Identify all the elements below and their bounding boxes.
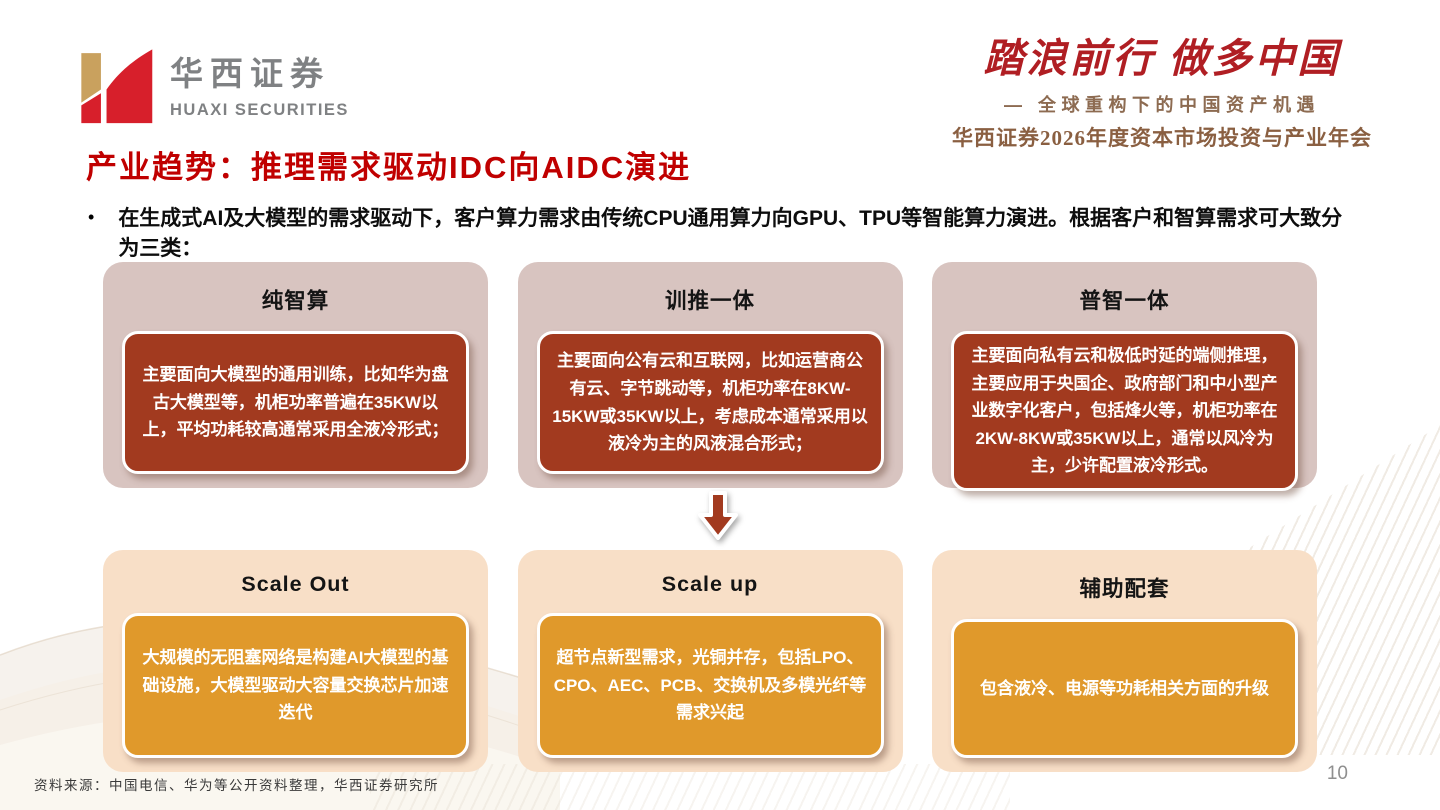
card-body: 主要面向公有云和互联网，比如运营商公有云、字节跳动等，机柜功率在8KW-15KW… [552, 351, 868, 454]
cards-row-bottom: Scale Out 大规模的无阻塞网络是构建AI大模型的基础设施，大模型驱动大容… [103, 550, 1317, 772]
card-title: 纯智算 [261, 289, 330, 313]
intro-text: 在生成式AI及大模型的需求驱动下，客户算力需求由传统CPU通用算力向GPU、TP… [118, 207, 1343, 261]
card-title: 普智一体 [1079, 289, 1170, 313]
card-scale-up: Scale up 超节点新型需求，光铜并存，包括LPO、CPO、AEC、PCB、… [517, 550, 903, 772]
intro-row: • 在生成式AI及大模型的需求驱动下，客户算力需求由传统CPU通用算力向GPU、… [88, 204, 1356, 265]
card-scale-out: Scale Out 大规模的无阻塞网络是构建AI大模型的基础设施，大模型驱动大容… [103, 550, 488, 772]
card-body: 超节点新型需求，光铜并存，包括LPO、CPO、AEC、PCB、交换机及多模光纤等… [553, 648, 867, 723]
card-body: 包含液冷、电源等功耗相关方面的升级 [980, 678, 1269, 698]
card-inner-panel: 超节点新型需求，光铜并存，包括LPO、CPO、AEC、PCB、交换机及多模光纤等… [536, 613, 884, 758]
card-inner-panel: 大规模的无阻塞网络是构建AI大模型的基础设施，大模型驱动大容量交换芯片加速迭代 [122, 613, 469, 758]
card-body: 主要面向私有云和极低时延的端侧推理，主要应用于央国企、政府部门和中小型产业数字化… [971, 346, 1278, 476]
card-inner-panel: 主要面向大模型的通用训练，比如华为盘古大模型等，机柜功率普遍在35KW以上，平均… [122, 331, 469, 474]
card-pure-intelligent-compute: 纯智算 主要面向大模型的通用训练，比如华为盘古大模型等，机柜功率普遍在35KW以… [103, 262, 488, 488]
card-inner-panel: 包含液冷、电源等功耗相关方面的升级 [951, 619, 1298, 758]
event-block: 踏浪前行 做多中国 — 全球重构下的中国资产机遇 华西证券2026年度资本市场投… [952, 26, 1372, 152]
card-train-infer-integrated: 训推一体 主要面向公有云和互联网，比如运营商公有云、字节跳动等，机柜功率在8KW… [517, 262, 903, 488]
brand-logo-block: 华西证券 HUAXI SECURITIES [72, 40, 349, 126]
card-auxiliary-support: 辅助配套 包含液冷、电源等功耗相关方面的升级 [932, 550, 1317, 772]
page-title: 产业趋势：推理需求驱动IDC向AIDC演进 [86, 150, 692, 185]
event-slogan: 踏浪前行 做多中国 [983, 36, 1341, 81]
cards-row-top: 纯智算 主要面向大模型的通用训练，比如华为盘古大模型等，机柜功率普遍在35KW以… [103, 262, 1317, 491]
down-arrow-icon [694, 490, 742, 547]
card-title: 辅助配套 [1079, 577, 1170, 601]
card-general-intelligent-integrated: 普智一体 主要面向私有云和极低时延的端侧推理，主要应用于央国企、政府部门和中小型… [932, 262, 1317, 491]
source-note: 资料来源：中国电信、华为等公开资料整理，华西证券研究所 [34, 778, 439, 793]
bullet-glyph: • [88, 207, 95, 227]
card-body: 大规模的无阻塞网络是构建AI大模型的基础设施，大模型驱动大容量交换芯片加速迭代 [142, 648, 449, 723]
page-number: 10 [1326, 763, 1348, 784]
brand-text: 华西证券 HUAXI SECURITIES [170, 47, 349, 120]
card-title: Scale Out [241, 572, 350, 596]
event-conference: 华西证券2026年度资本市场投资与产业年会 [952, 126, 1372, 150]
event-subtitle: — 全球重构下的中国资产机遇 [1004, 95, 1320, 115]
card-inner-panel: 主要面向私有云和极低时延的端侧推理，主要应用于央国企、政府部门和中小型产业数字化… [951, 331, 1298, 491]
huaxi-h-logo-icon [81, 49, 153, 124]
brand-name-en: HUAXI SECURITIES [170, 100, 349, 119]
brand-name-cn: 华西证券 [170, 56, 330, 93]
card-title: 训推一体 [664, 289, 755, 313]
card-inner-panel: 主要面向公有云和互联网，比如运营商公有云、字节跳动等，机柜功率在8KW-15KW… [536, 331, 884, 474]
card-body: 主要面向大模型的通用训练，比如华为盘古大模型等，机柜功率普遍在35KW以上，平均… [142, 365, 449, 440]
card-title: Scale up [661, 572, 759, 596]
